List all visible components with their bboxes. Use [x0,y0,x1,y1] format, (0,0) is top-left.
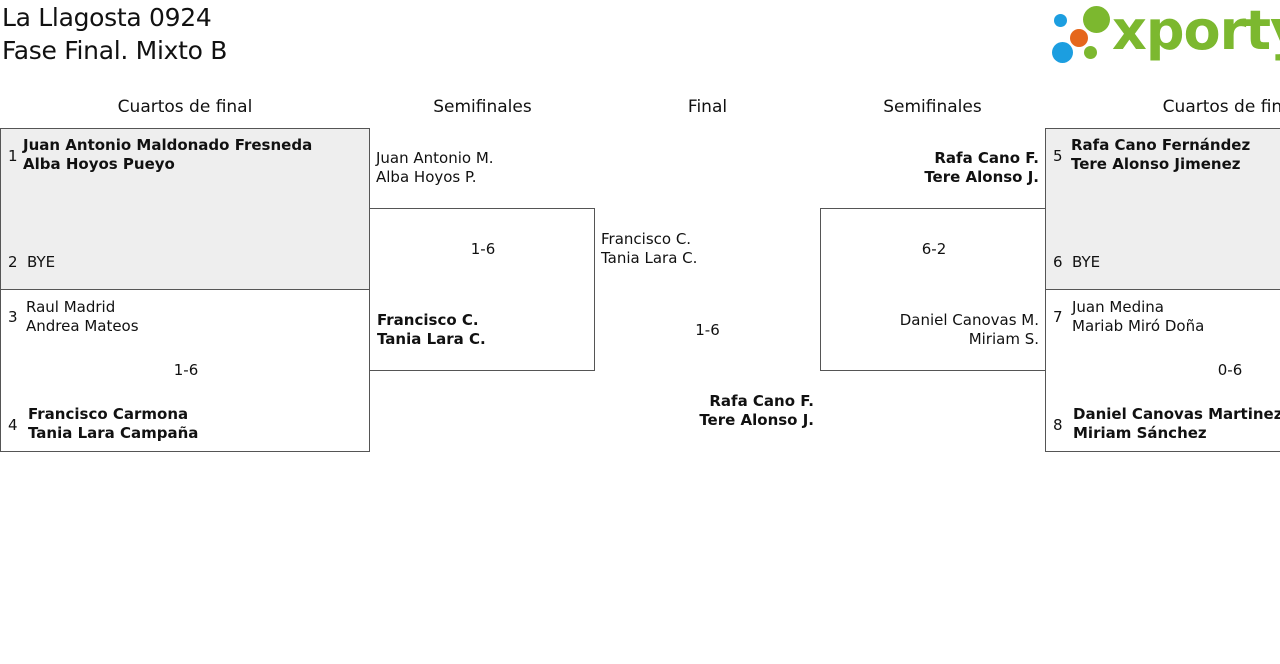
logo-dot-green [1083,6,1110,33]
final-team-winner[interactable]: Rafa Cano F. Tere Alonso J. [600,392,814,430]
player-name: Daniel Canovas Martinez [1073,405,1280,423]
match-score: 0-6 [1217,361,1243,379]
team-entry[interactable]: Rafa Cano Fernández Tere Alonso Jimenez [1071,136,1250,174]
right-qf-match-2[interactable]: 7 Juan Medina Mariab Miró Doña 0-6 8 Dan… [1045,289,1280,452]
left-sf-match[interactable]: 1-6 Francisco C. Tania Lara C. [369,208,595,371]
logo-dot-green-small [1084,46,1097,59]
seed-number: 4 [8,416,18,434]
seed-number: 6 [1053,253,1063,271]
player-name: Miriam S. [968,330,1039,348]
round-heading-left-quarterfinals: Cuartos de final [117,97,253,117]
team-entry[interactable]: Raul Madrid Andrea Mateos [26,298,139,336]
logo-wordmark: xporty [1112,0,1280,62]
round-heading-right-semifinals: Semifinales [883,97,982,117]
round-heading-left-semifinals: Semifinales [433,97,532,117]
left-qf-match-2[interactable]: 3 Raul Madrid Andrea Mateos 1-6 4 Franci… [0,289,370,452]
team-entry-bye: BYE [1072,253,1101,271]
seed-number: 8 [1053,416,1063,434]
right-sf-match[interactable]: 6-2 Daniel Canovas M. Miriam S. [820,208,1046,371]
player-name: Tere Alonso Jimenez [1071,155,1241,173]
team-entry-bye: BYE [27,253,56,271]
player-name: Tere Alonso J. [699,411,814,429]
player-name: Francisco C. [377,311,479,329]
player-name: Tania Lara Campaña [28,424,199,442]
player-name: Francisco C. [601,230,692,248]
round-heading-final: Final [687,97,728,117]
final-team-top[interactable]: Francisco C. Tania Lara C. [601,230,697,268]
player-name: Juan Medina [1072,298,1164,316]
xporty-logo[interactable]: xporty [1050,0,1280,68]
seed-number: 5 [1053,147,1063,165]
left-qf-match-1[interactable]: 1 Juan Antonio Maldonado Fresneda Alba H… [0,128,370,290]
player-name: Rafa Cano Fernández [1071,136,1251,154]
logo-dot-blue [1054,14,1067,27]
player-name: Rafa Cano F. [934,149,1039,167]
tournament-subtitle: Fase Final. Mixto B [2,36,228,65]
logo-dot-orange [1070,29,1088,47]
player-name: Miriam Sánchez [1073,424,1207,442]
final-score: 1-6 [695,321,720,339]
team-entry-winner[interactable]: Daniel Canovas Martinez Miriam Sánchez [1073,405,1280,443]
player-name: Andrea Mateos [26,317,139,335]
player-name: Raul Madrid [26,298,116,316]
seed-number: 7 [1053,308,1063,326]
team-entry[interactable]: Daniel Canovas M. Miriam S. [827,311,1039,349]
right-qf-match-1[interactable]: 5 Rafa Cano Fernández Tere Alonso Jimene… [1045,128,1280,290]
seed-number: 2 [8,253,18,271]
player-name: Rafa Cano F. [709,392,814,410]
player-name: Tania Lara C. [601,249,698,267]
logo-dot-blue-large [1052,42,1073,63]
seed-number: 1 [8,147,18,165]
team-entry-winner[interactable]: Francisco Carmona Tania Lara Campaña [28,405,198,443]
team-entry-winner[interactable]: Francisco C. Tania Lara C. [377,311,486,349]
player-name: Tania Lara C. [377,330,486,348]
player-name: Tere Alonso J. [924,168,1039,186]
right-sf-team-top[interactable]: Rafa Cano F. Tere Alonso J. [826,149,1039,187]
match-score: 6-2 [921,240,947,258]
match-score: 1-6 [173,361,199,379]
player-name: Daniel Canovas M. [899,311,1039,329]
player-name: Francisco Carmona [28,405,189,423]
player-name: Alba Hoyos P. [376,168,477,186]
tournament-title: La Llagosta 0924 [2,3,212,32]
player-name: Juan Antonio M. [376,149,494,167]
left-sf-team-top[interactable]: Juan Antonio M. Alba Hoyos P. [376,149,494,187]
team-entry[interactable]: Juan Antonio Maldonado Fresneda Alba Hoy… [23,136,312,174]
team-entry[interactable]: Juan Medina Mariab Miró Doña [1072,298,1204,336]
player-name: Alba Hoyos Pueyo [23,155,175,173]
match-score: 1-6 [470,240,496,258]
round-heading-right-quarterfinals: Cuartos de final [1162,97,1280,117]
seed-number: 3 [8,308,18,326]
player-name: Mariab Miró Doña [1072,317,1205,335]
player-name: Juan Antonio Maldonado Fresneda [23,136,313,154]
